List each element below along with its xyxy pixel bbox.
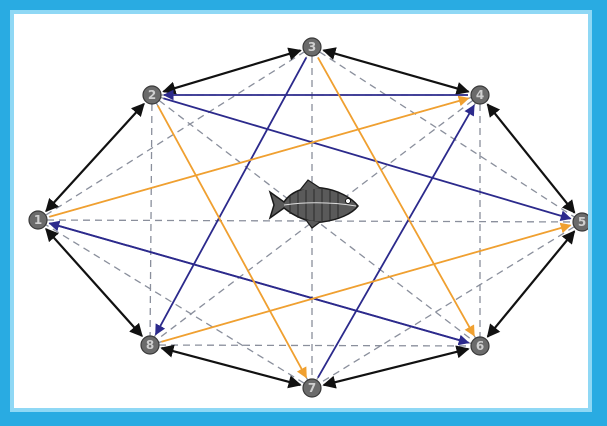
- node-label: 5: [578, 215, 586, 229]
- node-label: 3: [308, 40, 316, 54]
- fish-icon: [270, 180, 358, 228]
- blue-arrow-2-5: [164, 98, 571, 218]
- node-5: 5: [573, 213, 588, 231]
- orange-arrow-1-4: [50, 98, 469, 216]
- node-2: 2: [143, 86, 161, 104]
- dashed-line-5-7: [320, 227, 575, 384]
- node-3: 3: [303, 38, 321, 56]
- diagram-frame: 1 2 3 4 5 6 7 8: [10, 10, 592, 412]
- node-label: 1: [34, 213, 42, 227]
- orange-arrow-8-5: [162, 225, 571, 341]
- black-arrow-3-4: [324, 50, 469, 91]
- black-arrow-7-8: [162, 348, 301, 385]
- node-6: 6: [471, 337, 489, 355]
- fish-movement-diagram: 1 2 3 4 5 6 7 8: [14, 14, 588, 408]
- node-label: 6: [476, 339, 484, 353]
- dashed-line-8-6: [159, 345, 471, 346]
- node-label: 8: [146, 338, 154, 352]
- node-label: 7: [308, 381, 316, 395]
- blue-arrow-1-6: [50, 223, 469, 342]
- black-arrow-4-5: [488, 104, 575, 212]
- black-arrow-5-6: [488, 231, 575, 336]
- dashed-line-2-8: [150, 104, 152, 336]
- node-8: 8: [141, 336, 159, 354]
- node-4: 4: [471, 86, 489, 104]
- black-arrow-2-3: [163, 50, 300, 91]
- dashed-line-3-5: [320, 52, 575, 217]
- node-7: 7: [303, 379, 321, 397]
- node-label: 4: [476, 88, 484, 102]
- node-label: 2: [148, 88, 156, 102]
- node-1: 1: [29, 211, 47, 229]
